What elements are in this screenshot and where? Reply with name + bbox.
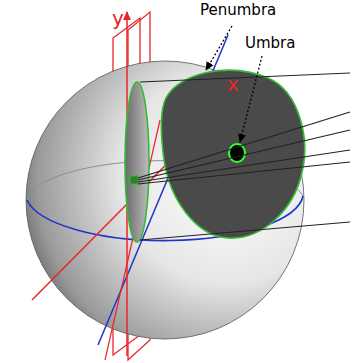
callout-label: Penumbra [200, 3, 276, 18]
axis-label: y [112, 8, 124, 28]
penumbra-region [161, 70, 304, 238]
rays [138, 73, 350, 240]
leader-line [206, 26, 232, 70]
leader-line [240, 56, 262, 142]
sphere [26, 61, 304, 339]
callout-label: Umbra [245, 36, 295, 51]
projection-disc [125, 82, 149, 242]
center-marker [130, 176, 138, 184]
axis-label: x [227, 74, 239, 94]
